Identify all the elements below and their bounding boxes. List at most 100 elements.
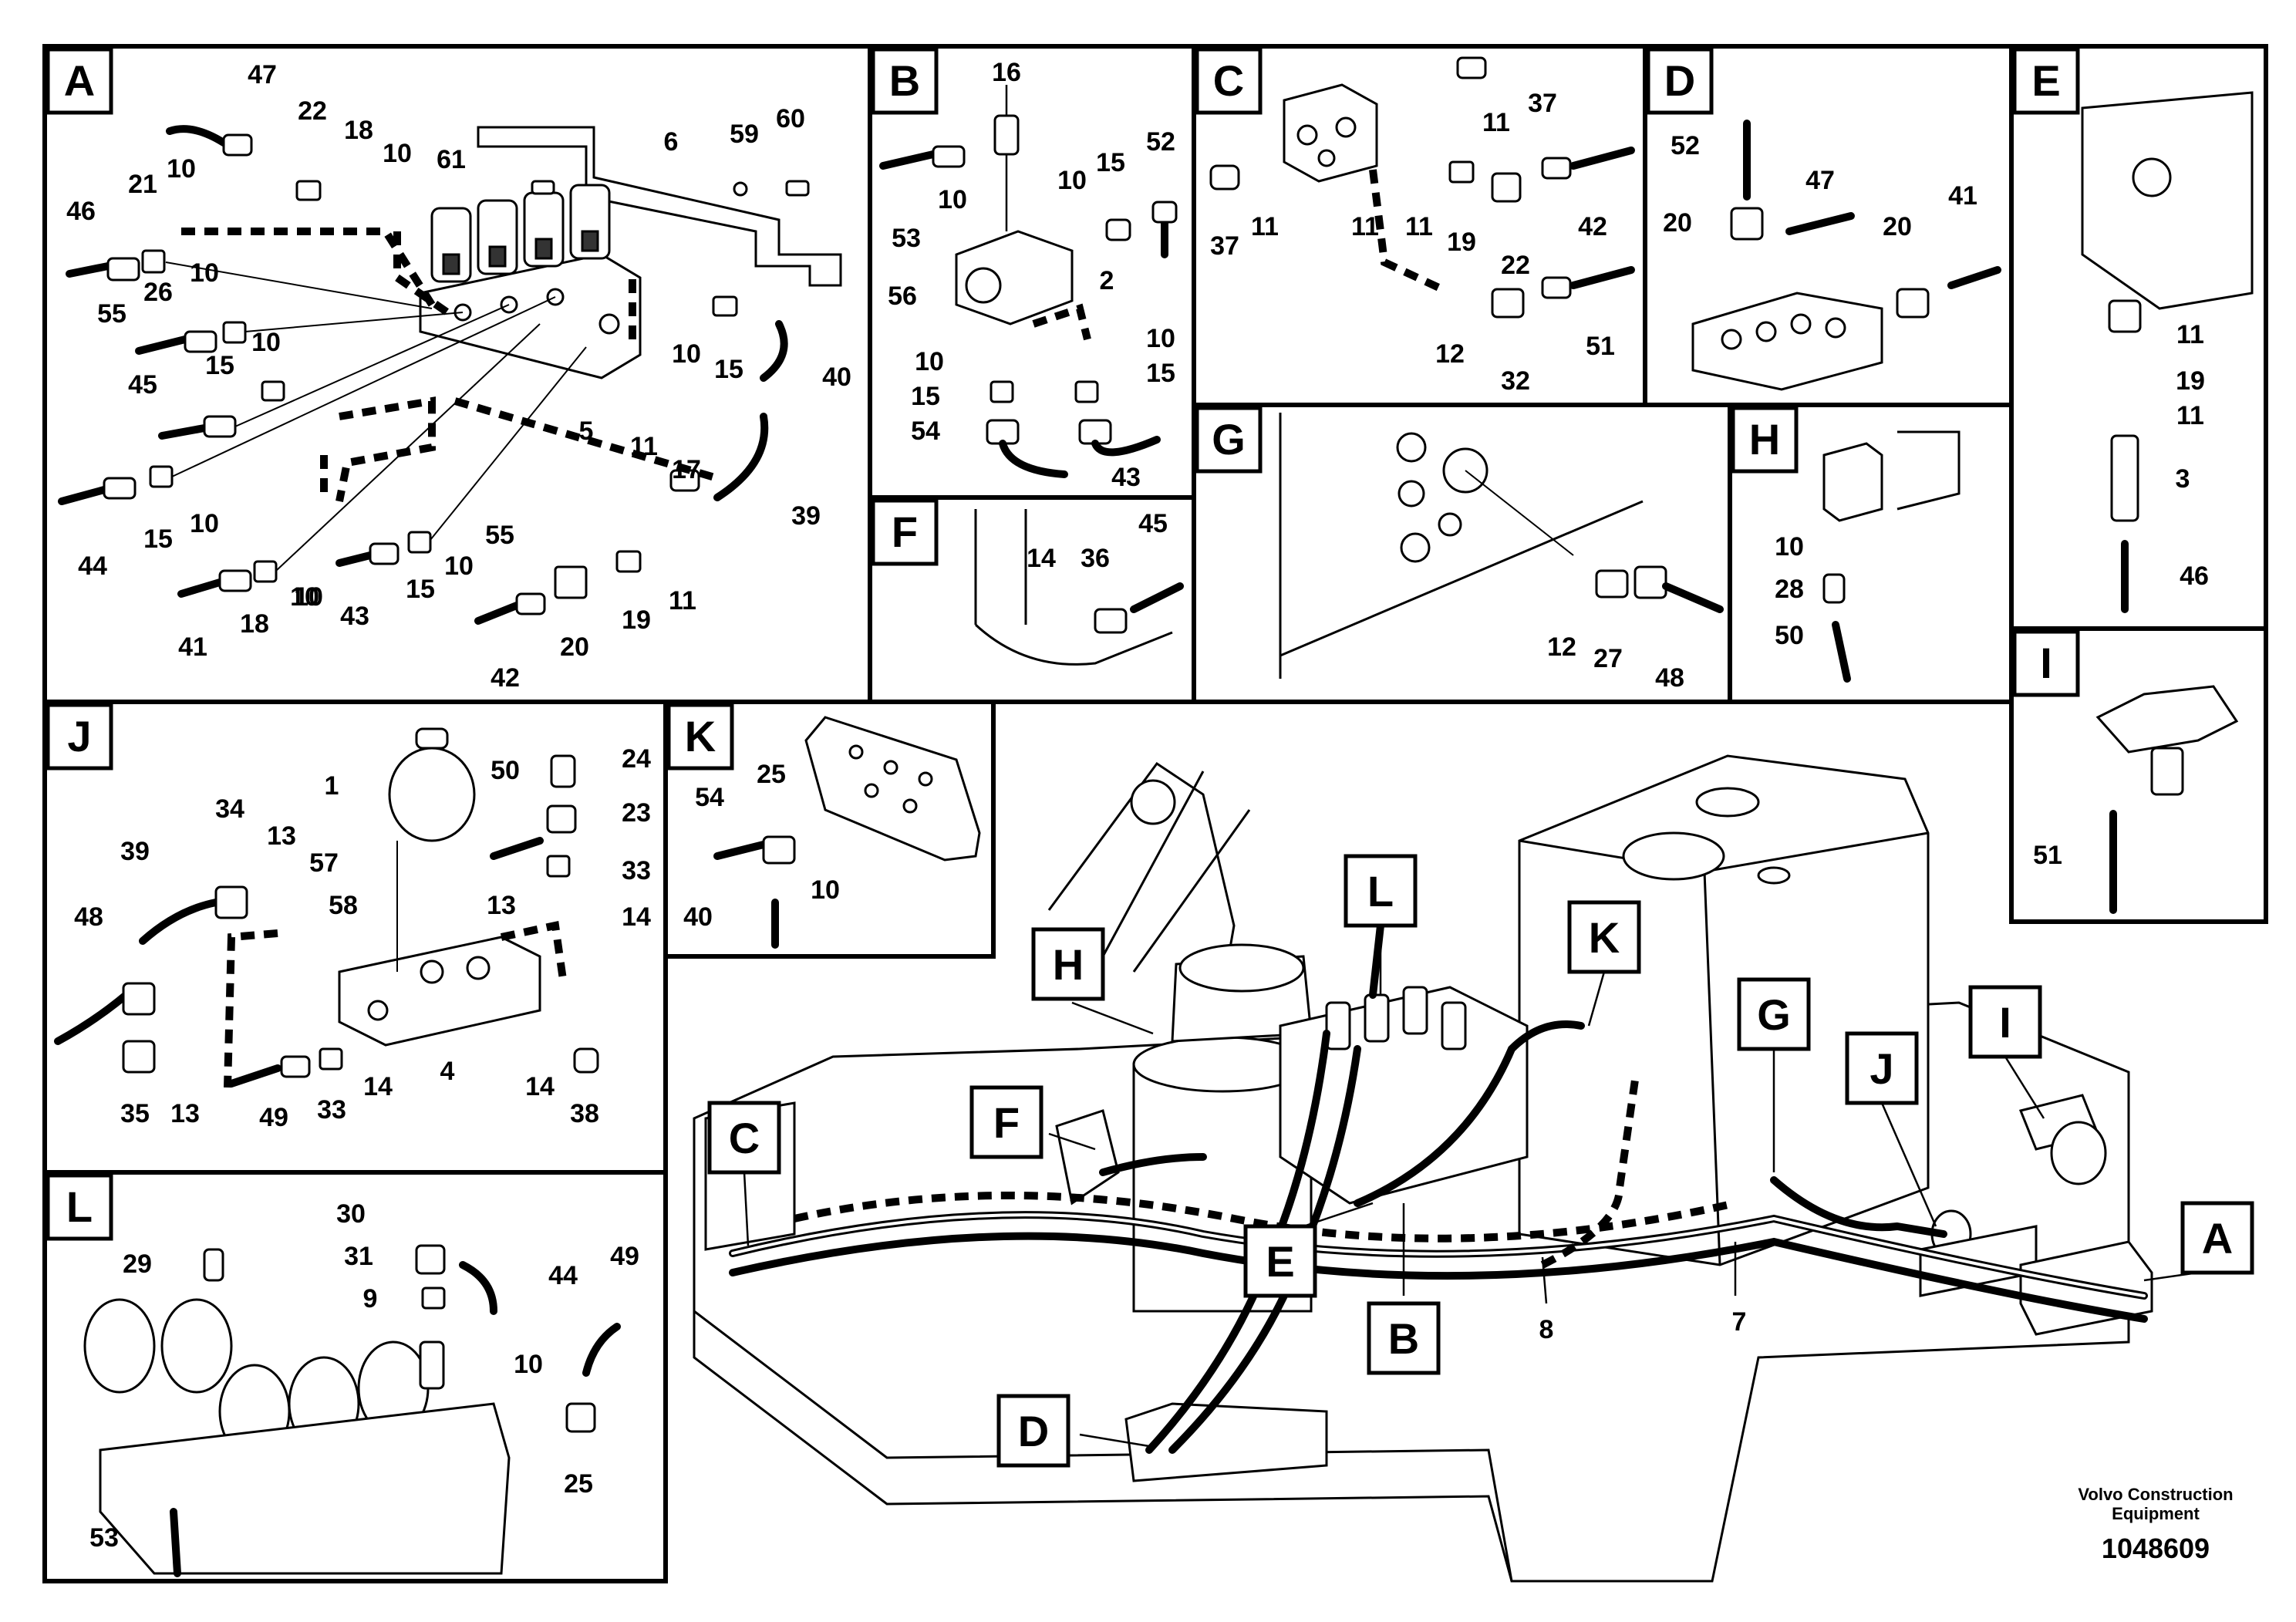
callout-j-13-1: 13 bbox=[267, 821, 296, 851]
callout-a-18: 18 bbox=[344, 116, 373, 145]
panel-h-tag-box bbox=[1731, 406, 1799, 474]
callout-j-38: 38 bbox=[570, 1099, 599, 1128]
overview-tag-h: H bbox=[1053, 940, 1084, 989]
callout-j-13-2: 13 bbox=[487, 891, 516, 920]
panel-c: C 37 11 11 37 11 11 19 42 22 12 32 51 bbox=[1195, 47, 1635, 396]
callout-d-52: 52 bbox=[1671, 131, 1700, 160]
callout-l-10: 10 bbox=[514, 1350, 543, 1379]
panel-h: H 10 28 50 bbox=[1731, 406, 1961, 683]
callout-a-59: 59 bbox=[730, 120, 759, 149]
panel-g-tag-box bbox=[1195, 406, 1263, 474]
distribution-block-d bbox=[1691, 292, 1883, 391]
callout-k-25: 25 bbox=[757, 760, 786, 789]
overview-tag-i: I bbox=[1999, 998, 2011, 1047]
panel-i-tag-box bbox=[2012, 629, 2080, 697]
callout-j-4: 4 bbox=[440, 1057, 455, 1086]
overview-tag-c: C bbox=[729, 1114, 760, 1162]
panel-e: E 11 19 11 3 46 bbox=[2012, 47, 2254, 613]
hose-39 bbox=[713, 413, 769, 501]
callout-c-42: 42 bbox=[1578, 212, 1607, 241]
callout-b-10-1: 10 bbox=[938, 185, 967, 214]
callout-b-10-4: 10 bbox=[1146, 324, 1175, 353]
callout-a-10-8: 10 bbox=[294, 582, 323, 612]
overview-tag-g: G bbox=[1757, 990, 1791, 1039]
panel-j: J 1 50 24 23 34 13 39 57 33 58 13 14 4 bbox=[46, 703, 651, 1132]
callout-a-17: 17 bbox=[672, 455, 701, 484]
brand-line-2: Equipment bbox=[2112, 1504, 2200, 1523]
panel-j-tag: J bbox=[67, 712, 91, 760]
callout-a-11-1: 11 bbox=[669, 586, 696, 615]
panel-e-tag-box bbox=[2012, 47, 2080, 115]
overview-tag-d-box bbox=[996, 1394, 1070, 1468]
callout-g-48: 48 bbox=[1655, 663, 1684, 693]
callout-c-11-4: 11 bbox=[1351, 212, 1379, 241]
callout-a-10-2: 10 bbox=[167, 154, 196, 184]
callout-c-51: 51 bbox=[1586, 332, 1615, 361]
callout-c-19: 19 bbox=[1447, 228, 1476, 257]
overview-tag-h-box bbox=[1031, 927, 1105, 1001]
overview-tag-e-box bbox=[1243, 1224, 1317, 1298]
callout-c-32: 32 bbox=[1501, 366, 1530, 396]
panel-d-tag: D bbox=[1664, 56, 1695, 105]
callout-a-20: 20 bbox=[560, 632, 589, 662]
callout-c-12: 12 bbox=[1435, 339, 1465, 369]
control-valve-e bbox=[2081, 91, 2254, 310]
callout-f-36: 36 bbox=[1081, 544, 1110, 573]
panel-a: A bbox=[46, 47, 851, 693]
callout-j-34: 34 bbox=[215, 794, 244, 824]
panel-k-tag-box bbox=[666, 703, 734, 771]
callout-j-35: 35 bbox=[120, 1099, 150, 1128]
callout-b-15-2: 15 bbox=[911, 382, 940, 411]
callout-j-13-3: 13 bbox=[170, 1099, 200, 1128]
callout-l-29: 29 bbox=[123, 1249, 152, 1279]
callout-k-10: 10 bbox=[811, 875, 840, 905]
callout-a-10-7: 10 bbox=[444, 551, 474, 581]
accumulator-1 bbox=[388, 747, 476, 842]
callout-j-50: 50 bbox=[491, 756, 520, 785]
callout-j-14-1: 14 bbox=[622, 902, 651, 932]
panel-g: G 12 27 48 bbox=[1195, 406, 1724, 693]
callout-l-53: 53 bbox=[89, 1523, 119, 1553]
callout-j-33-1: 33 bbox=[622, 856, 651, 885]
panel-b-tag-box bbox=[871, 47, 939, 115]
overview-tag-l: L bbox=[1367, 867, 1394, 916]
callout-h-28: 28 bbox=[1775, 575, 1804, 604]
callout-a-18-2: 18 bbox=[240, 609, 269, 639]
panel-k-tag: K bbox=[685, 712, 716, 760]
overview-tag-j: J bbox=[1870, 1044, 1893, 1093]
panel-c-frame bbox=[1192, 44, 1647, 407]
callout-f-14: 14 bbox=[1027, 544, 1056, 573]
callout-l-31: 31 bbox=[344, 1242, 373, 1271]
callout-a-61: 61 bbox=[437, 145, 466, 174]
callout-j-1: 1 bbox=[325, 771, 339, 801]
callout-a-45: 45 bbox=[128, 370, 157, 400]
panel-b: B 16 52 10 15 53 10 56 2 10 15 10 15 54 … bbox=[871, 47, 1178, 492]
callout-a-46: 46 bbox=[66, 197, 96, 226]
callout-d-47: 47 bbox=[1805, 166, 1835, 195]
callout-h-50: 50 bbox=[1775, 621, 1804, 650]
callout-e-11-1: 11 bbox=[2176, 320, 2204, 349]
hose-41 bbox=[177, 578, 224, 598]
overview-tag-f-box bbox=[969, 1085, 1043, 1159]
overview-tag-i-box bbox=[1968, 985, 2042, 1059]
hose-43 bbox=[335, 551, 374, 567]
overview-tag-e: E bbox=[1266, 1237, 1294, 1286]
callout-c-37-2: 37 bbox=[1528, 89, 1557, 118]
hydraulic-tank bbox=[1518, 754, 1930, 1266]
panel-e-tag: E bbox=[2031, 56, 2060, 105]
panel-c-tag-box bbox=[1195, 47, 1263, 115]
panel-b-tag: B bbox=[889, 56, 920, 105]
callout-a-47: 47 bbox=[248, 60, 277, 89]
callout-l-44: 44 bbox=[548, 1261, 578, 1290]
callout-a-22: 22 bbox=[298, 96, 327, 126]
callout-a-42: 42 bbox=[491, 663, 520, 693]
dash-line-a1 bbox=[181, 228, 436, 307]
overview-tag-c-box bbox=[707, 1101, 781, 1175]
callout-d-41: 41 bbox=[1948, 181, 1977, 211]
callout-a-55-1: 55 bbox=[97, 299, 126, 329]
document-number: 1048609 bbox=[2102, 1533, 2210, 1564]
callout-j-39: 39 bbox=[120, 837, 150, 866]
callout-a-5: 5 bbox=[579, 416, 594, 446]
callout-e-11-2: 11 bbox=[2176, 401, 2204, 430]
